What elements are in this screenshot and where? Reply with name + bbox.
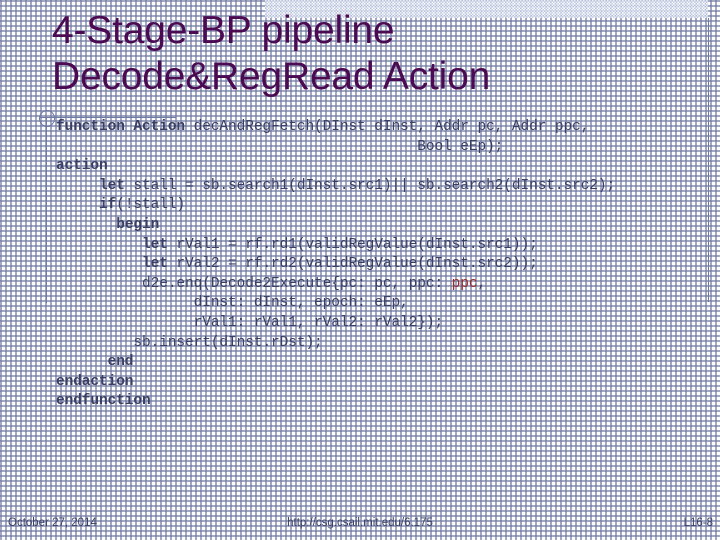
code-line: begin <box>56 216 716 236</box>
code-text: d2e.enq(Decode2Execute{pc: pc, ppc: <box>142 275 452 292</box>
dithered-header-band <box>265 0 708 18</box>
code-line: let rVal1 = rf.rd1(validRegValue(dInst.s… <box>56 236 716 256</box>
code-text: Bool eEp); <box>417 138 504 155</box>
code-keyword: function Action <box>56 119 194 135</box>
code-line: endaction <box>56 373 716 393</box>
code-line: function Action decAndRegFetch(DInst dIn… <box>56 118 716 138</box>
code-keyword: let <box>99 177 134 194</box>
footer-date: October 27, 2014 <box>8 517 97 529</box>
code-text: dInst: dInst, epoch: eEp, <box>193 295 409 312</box>
horizontal-rule-decoration <box>40 117 176 118</box>
vertical-rule-decoration <box>46 117 47 303</box>
code-text: rVal2 = rf.rd2(validRegValue(dInst.src2)… <box>176 256 538 273</box>
code-highlight-token: ppc <box>451 275 478 292</box>
code-line: let rVal2 = rf.rd2(validRegValue(dInst.s… <box>56 255 716 275</box>
footer-page-number: L16-8 <box>683 517 713 529</box>
code-keyword: begin <box>116 216 160 233</box>
code-keyword: if <box>99 197 117 214</box>
code-line: endfunction <box>56 392 716 412</box>
code-line: d2e.enq(Decode2Execute{pc: pc, ppc: ppc, <box>56 275 716 295</box>
code-keyword: let <box>142 256 177 273</box>
right-edge-rule-decoration <box>708 18 709 302</box>
code-line: rVal1: rVal1, rVal2: rVal2}); <box>56 314 716 334</box>
code-keyword: end <box>107 354 134 371</box>
code-text: (!stall) <box>116 197 186 214</box>
code-text: stall = sb.search1(dInst.src1)|| sb.sear… <box>133 177 616 194</box>
code-text: decAndRegFetch(DInst dInst, Addr pc, Add… <box>193 119 590 135</box>
code-text: , <box>477 275 487 292</box>
code-keyword: endaction <box>56 373 134 390</box>
code-line: let stall = sb.search1(dInst.src1)|| sb.… <box>56 177 716 197</box>
code-keyword: let <box>142 236 177 253</box>
slide-footer: October 27, 2014 http://csg.csail.mit.ed… <box>0 517 720 537</box>
code-line: if(!stall) <box>56 196 716 216</box>
code-keyword: endfunction <box>56 393 151 410</box>
code-text: rVal1: rVal1, rVal2: rVal2}); <box>193 314 444 331</box>
code-text: sb.insert(dInst.rDst); <box>133 334 323 351</box>
slide-title: 4-Stage-BP pipeline Decode&RegRead Actio… <box>52 9 491 98</box>
footer-course-url[interactable]: http://csg.csail.mit.edu/6.175 <box>287 517 433 529</box>
code-block: function Action decAndRegFetch(DInst dIn… <box>56 118 716 412</box>
code-text: rVal1 = rf.rd1(validRegValue(dInst.src1)… <box>176 236 538 253</box>
code-line: Bool eEp); <box>56 138 716 158</box>
code-line: end <box>56 353 716 373</box>
code-line: sb.insert(dInst.rDst); <box>56 334 716 354</box>
bullet-ring-icon <box>39 110 55 127</box>
code-line: dInst: dInst, epoch: eEp, <box>56 294 716 314</box>
code-keyword: action <box>56 158 108 175</box>
code-line: action <box>56 157 716 177</box>
